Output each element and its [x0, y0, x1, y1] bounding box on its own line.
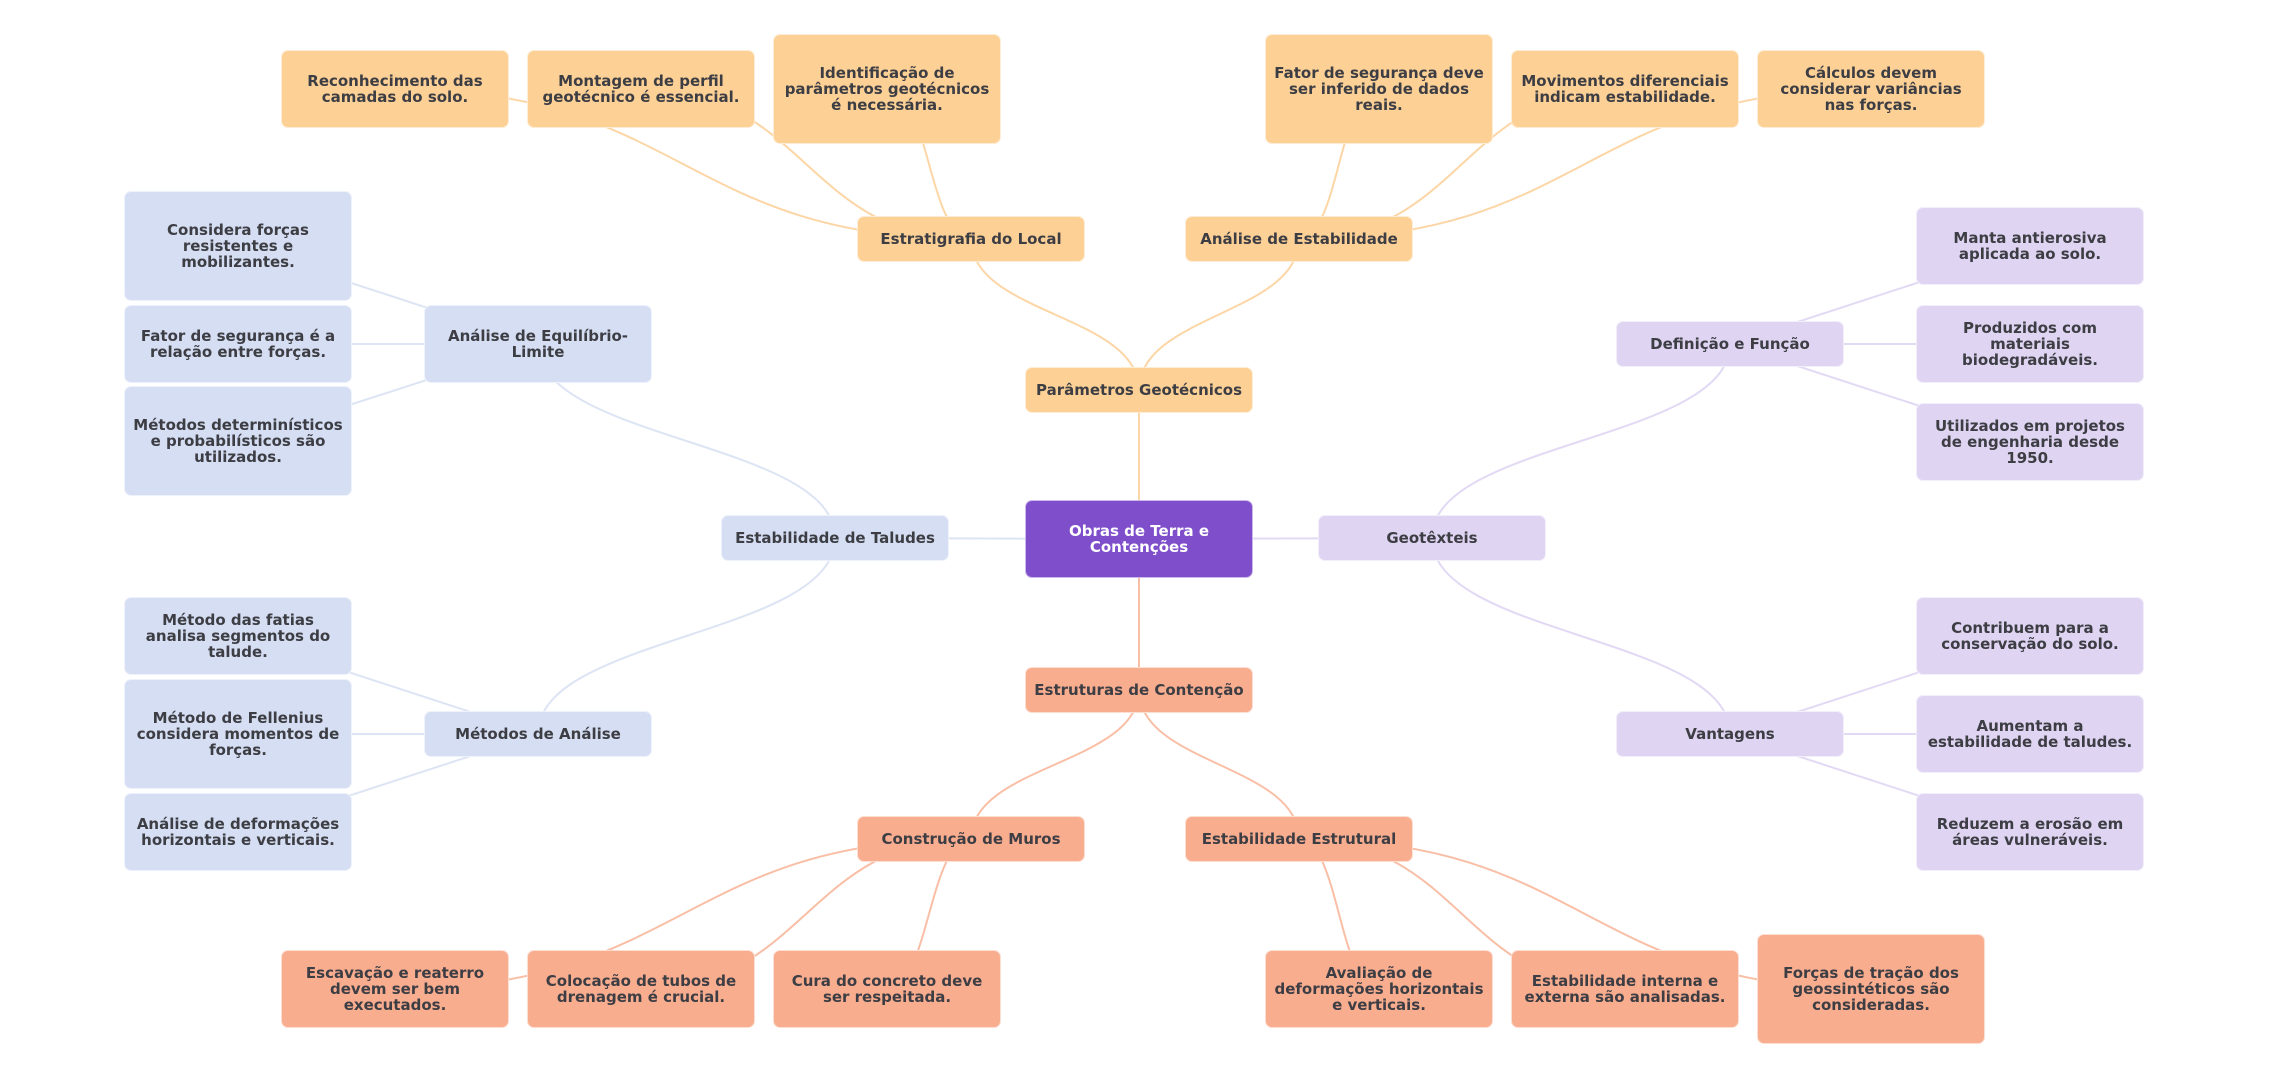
subtopic-label: Análise de Estabilidade — [1200, 230, 1398, 248]
connector-branch-subtopic — [1138, 689, 1300, 840]
leaf-label: Considera forças resistentes e mobilizan… — [167, 221, 309, 271]
subtopic-label: Estabilidade Estrutural — [1201, 830, 1397, 848]
leaf-label: Cura do concreto deve ser respeitada. — [791, 972, 983, 1006]
leaf-node[interactable]: Fator de segurança deve ser inferido de … — [1265, 34, 1493, 144]
connector-branch-subtopic — [970, 689, 1140, 840]
subtopic-label: Métodos de Análise — [455, 725, 621, 743]
leaf-label: Método de Fellenius considera momentos d… — [136, 709, 340, 759]
leaf-node[interactable]: Fator de segurança é a relação entre for… — [124, 305, 352, 383]
subtopic-label: Definição e Função — [1650, 335, 1810, 353]
branch-estabilidade-de-taludes[interactable]: Estabilidade de Taludes — [721, 515, 949, 561]
leaf-label: Análise de deformações horizontais e ver… — [136, 815, 340, 849]
subtopic-label: Estratigrafia do Local — [880, 230, 1062, 248]
branch-label: Parâmetros Geotécnicos — [1035, 381, 1243, 399]
subtopic-estratigrafia-do-local[interactable]: Estratigrafia do Local — [857, 216, 1085, 262]
leaf-label: Movimentos diferenciais indicam estabili… — [1521, 72, 1729, 106]
leaf-label: Colocação de tubos de drenagem é crucial… — [545, 972, 737, 1006]
leaf-label: Métodos determinísticos e probabilístico… — [133, 416, 343, 466]
leaf-label: Manta antierosiva aplicada ao solo. — [1953, 229, 2107, 263]
leaf-node[interactable]: Métodos determinísticos e probabilístico… — [124, 386, 352, 496]
leaf-label: Utilizados em projetos de engenharia des… — [1934, 417, 2125, 467]
leaf-node[interactable]: Reduzem a erosão em áreas vulneráveis. — [1916, 793, 2144, 871]
subtopic-estabilidade-estrutural[interactable]: Estabilidade Estrutural — [1185, 816, 1413, 862]
leaf-node[interactable]: Considera forças resistentes e mobilizan… — [124, 191, 352, 301]
leaf-label: Forças de tração dos geossintéticos são … — [1783, 964, 1959, 1014]
subtopic-analise-de-equilibrio-limite[interactable]: Análise de Equilíbrio-Limite — [424, 305, 652, 383]
branch-estruturas-de-contencao[interactable]: Estruturas de Contenção — [1025, 667, 1253, 713]
branch-label: Estruturas de Contenção — [1034, 681, 1244, 699]
leaf-label: Método das fatias analisa segmentos do t… — [145, 611, 331, 661]
branch-label: Estabilidade de Taludes — [735, 529, 935, 547]
leaf-node[interactable]: Reconhecimento das camadas do solo. — [281, 50, 509, 128]
branch-geotexteis[interactable]: Geotêxteis — [1318, 515, 1546, 561]
leaf-node[interactable]: Utilizados em projetos de engenharia des… — [1916, 403, 2144, 481]
leaf-node[interactable]: Identificação de parâmetros geotécnicos … — [773, 34, 1001, 144]
leaf-node[interactable]: Cura do concreto deve ser respeitada. — [773, 950, 1001, 1028]
subtopic-construcao-de-muros[interactable]: Construção de Muros — [857, 816, 1085, 862]
leaf-label: Fator de segurança deve ser inferido de … — [1274, 64, 1484, 114]
leaf-node[interactable]: Cálculos devem considerar variâncias nas… — [1757, 50, 1985, 128]
leaf-node[interactable]: Contribuem para a conservação do solo. — [1916, 597, 2144, 675]
subtopic-metodos-de-analise[interactable]: Métodos de Análise — [424, 711, 652, 757]
subtopic-label: Análise de Equilíbrio-Limite — [447, 327, 629, 361]
leaf-label: Escavação e reaterro devem ser bem execu… — [305, 964, 485, 1014]
connector-branch-subtopic — [1431, 343, 1731, 539]
branch-parametros-geotecnicos[interactable]: Parâmetros Geotécnicos — [1025, 367, 1253, 413]
root-node[interactable]: Obras de Terra e Contenções — [1025, 500, 1253, 578]
leaf-node[interactable]: Avaliação de deformações horizontais e v… — [1265, 950, 1493, 1028]
subtopic-definicao-e-funcao[interactable]: Definição e Função — [1616, 321, 1844, 367]
subtopic-label: Vantagens — [1685, 725, 1775, 743]
leaf-node[interactable]: Método das fatias analisa segmentos do t… — [124, 597, 352, 675]
leaf-label: Identificação de parâmetros geotécnicos … — [784, 64, 990, 114]
leaf-label: Estabilidade interna e externa são anali… — [1524, 972, 1726, 1006]
leaf-label: Cálculos devem considerar variâncias nas… — [1780, 64, 1962, 114]
leaf-label: Avaliação de deformações horizontais e v… — [1274, 964, 1484, 1014]
leaf-node[interactable]: Estabilidade interna e externa são anali… — [1511, 950, 1739, 1028]
leaf-label: Reduzem a erosão em áreas vulneráveis. — [1936, 815, 2124, 849]
leaf-label: Fator de segurança é a relação entre for… — [140, 327, 336, 361]
root-label: Obras de Terra e Contenções — [1068, 522, 1210, 556]
leaf-node[interactable]: Aumentam a estabilidade de taludes. — [1916, 695, 2144, 773]
leaf-node[interactable]: Montagem de perfil geotécnico é essencia… — [527, 50, 755, 128]
leaf-node[interactable]: Análise de deformações horizontais e ver… — [124, 793, 352, 871]
subtopic-vantagens[interactable]: Vantagens — [1616, 711, 1844, 757]
leaf-node[interactable]: Produzidos com materiais biodegradáveis. — [1916, 305, 2144, 383]
leaf-label: Produzidos com materiais biodegradáveis. — [1962, 319, 2098, 369]
subtopic-label: Construção de Muros — [881, 830, 1061, 848]
leaf-node[interactable]: Movimentos diferenciais indicam estabili… — [1511, 50, 1739, 128]
leaf-node[interactable]: Manta antierosiva aplicada ao solo. — [1916, 207, 2144, 285]
leaf-label: Aumentam a estabilidade de taludes. — [1927, 717, 2133, 751]
subtopic-analise-de-estabilidade[interactable]: Análise de Estabilidade — [1185, 216, 1413, 262]
connector-branch-subtopic — [1431, 537, 1731, 735]
leaf-label: Contribuem para a conservação do solo. — [1941, 619, 2119, 653]
connector-branch-subtopic — [970, 238, 1140, 391]
branch-label: Geotêxteis — [1386, 529, 1478, 547]
leaf-node[interactable]: Método de Fellenius considera momentos d… — [124, 679, 352, 789]
leaf-label: Montagem de perfil geotécnico é essencia… — [542, 72, 740, 106]
connector-branch-subtopic — [537, 537, 836, 735]
connector-branch-subtopic — [1138, 238, 1300, 391]
leaf-label: Reconhecimento das camadas do solo. — [307, 72, 483, 106]
leaf-node[interactable]: Colocação de tubos de drenagem é crucial… — [527, 950, 755, 1028]
leaf-node[interactable]: Forças de tração dos geossintéticos são … — [1757, 934, 1985, 1044]
leaf-node[interactable]: Escavação e reaterro devem ser bem execu… — [281, 950, 509, 1028]
